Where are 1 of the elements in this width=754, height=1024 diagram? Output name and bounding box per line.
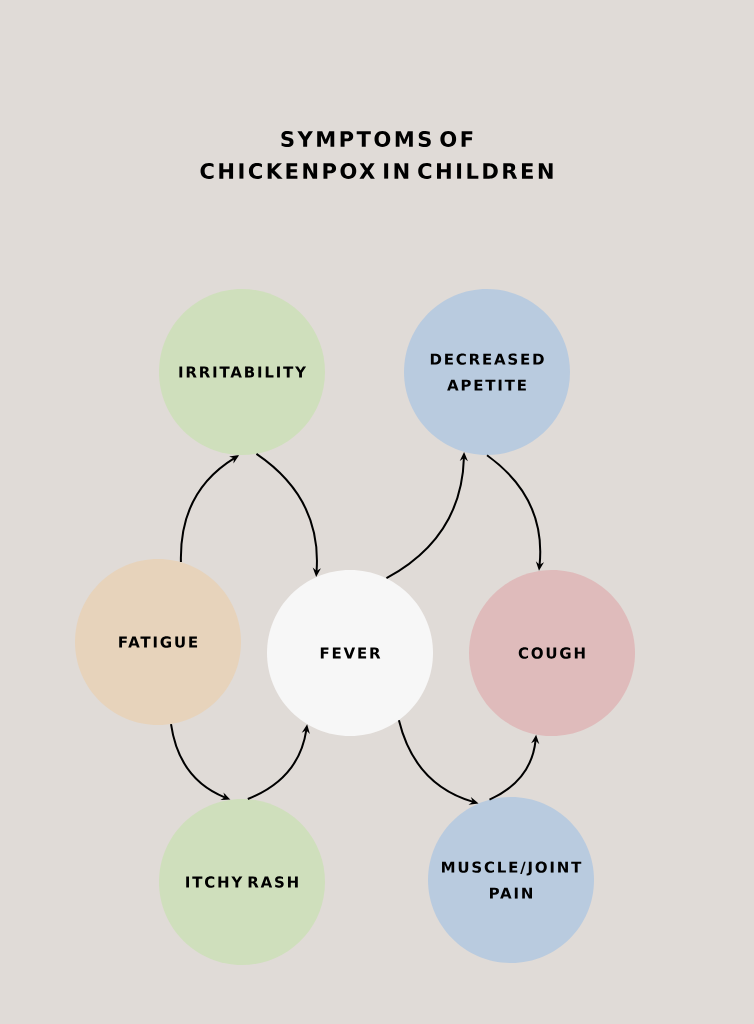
title: SYMPTOMS OF CHICKENPOX IN CHILDREN — [200, 131, 553, 179]
